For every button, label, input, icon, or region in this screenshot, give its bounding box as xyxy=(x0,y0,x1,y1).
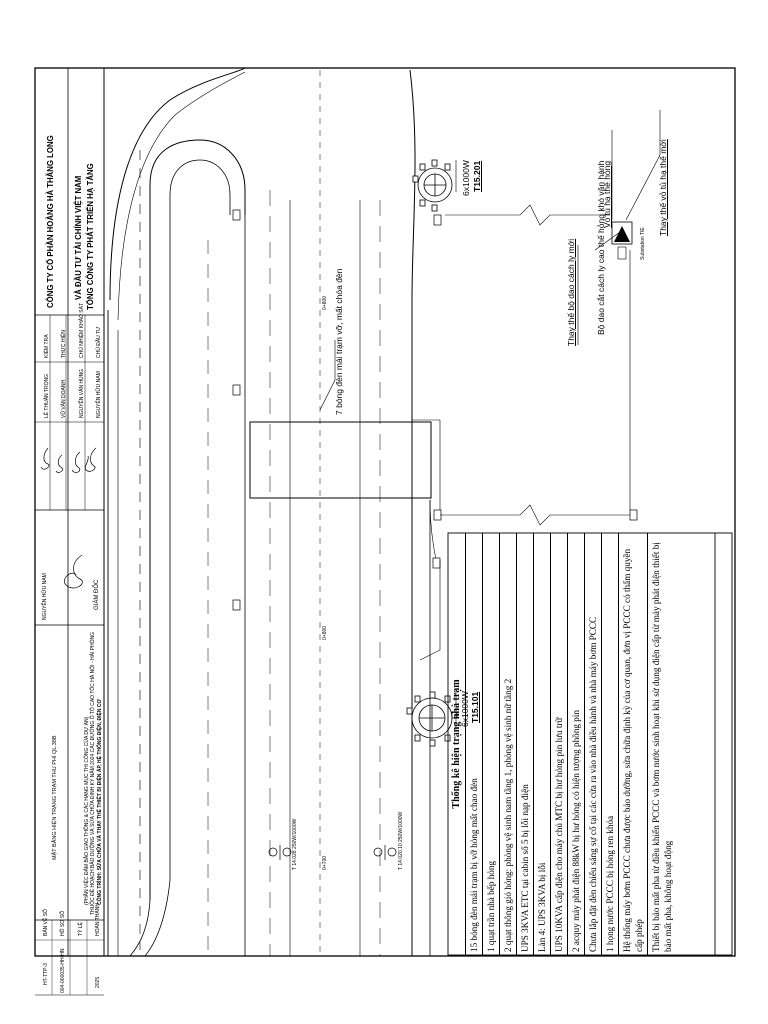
street-light-3 xyxy=(373,845,397,860)
pole-1-spec: 6x1000W xyxy=(461,160,471,196)
annotation-switch-hard-1: Bộ dao cắt cách ly cao thế hỏng khó vận … xyxy=(596,160,606,335)
org-line-2: VÀ ĐẦU TƯ TÀI CHÍNH VIỆT NAM xyxy=(74,175,83,300)
high-mast-pole-1 xyxy=(412,159,453,212)
role-name: NGUYỄN VĂN HÙNG xyxy=(79,368,85,418)
meta-label: HỒ SƠ SỐ xyxy=(60,910,66,936)
annotation-substation: Substation TIE xyxy=(640,227,646,260)
meta-label: BẢN VẼ SỐ xyxy=(43,909,49,936)
status-row: Thiết bị bảo mất pha từ điều khiển PCCC … xyxy=(651,542,673,952)
role-label: KIỂM TRA xyxy=(44,334,50,358)
meta-value: 004-000035-HH-HN xyxy=(60,948,66,993)
u-turn-loop xyxy=(149,139,246,900)
meta-value: 2025 xyxy=(95,976,101,988)
pole-1-id: T15.201 xyxy=(472,160,482,192)
status-table: Thống kê hiện trạng nhà trạm 15 bóng đèn… xyxy=(448,533,732,955)
pole-3-label: T 14.020.10 250W/1000W xyxy=(398,811,404,870)
chainage-label: 0+800 xyxy=(322,295,328,310)
org-line-1: TỔNG CÔNG TY PHÁT TRIỂN HẠ TẦNG xyxy=(86,163,95,310)
role-name: VŨ VĂN DOANH xyxy=(61,379,67,418)
high-mast-pole-2 xyxy=(406,691,458,747)
meta-value: HT-TTP-3 xyxy=(43,963,49,985)
status-row: Làn 4: UPS 3KVA bị lỗi xyxy=(534,533,551,955)
chainage-label: 0+800 xyxy=(322,625,328,640)
meta-label: TỶ LỆ xyxy=(78,922,84,936)
meta-label: HOÀN THÀNH xyxy=(95,903,101,936)
project-line-3: (PHẦN VIỆC ĐẢM BẢO GIAO THÔNG & CÁC HẠNG… xyxy=(84,716,90,905)
annotation-switch-replace: Thay thế bộ dao cách ly mới xyxy=(566,238,576,346)
status-table-frame xyxy=(447,532,733,956)
pole-4-label: T 14.028 250W/1000W xyxy=(292,818,298,870)
status-row: 1 họng nước PCCC bị hỏng ren khóa xyxy=(602,533,619,955)
role-label: THỰC HIỆN xyxy=(61,330,67,358)
role-label: CHỦ NHIỆM KHẢO SÁT xyxy=(79,302,85,358)
drawing-title: MẶT BẰNG HIỆN TRẠNG TRẠM THU PHÍ QL.38B xyxy=(52,735,58,860)
status-row: Chưa lắp đặt đèn chiếu sáng sự cố tại cá… xyxy=(585,533,602,955)
company-name: CÔNG TY CỔ PHẦN HOÀNG HÀ THĂNG LONG xyxy=(46,135,55,308)
role-name: NGUYỄN HỮU NAM xyxy=(96,371,102,418)
toll-plaza xyxy=(249,421,432,499)
director-role: GIÁM ĐỐC xyxy=(94,579,100,610)
chainage-label: 0+700 xyxy=(322,855,328,870)
status-row: Hệ thống máy bơm PCCC chưa được bảo dưỡn… xyxy=(619,533,648,955)
status-table-title: Thống kê hiện trạng nhà trạm xyxy=(448,533,466,955)
project-line-1: CÔNG TRÌNH: SỬA CHỮA VÀ THAY THẾ THIẾT B… xyxy=(97,699,103,905)
role-name: LÊ THUẬN TRỌNG xyxy=(44,374,50,418)
status-row: 1 quạt trần nhà bếp hỏng xyxy=(483,533,500,955)
status-row: UPS 10KVA cấp điện cho máy chủ MTC bị hư… xyxy=(551,533,568,955)
substation-symbol xyxy=(611,221,633,260)
status-row: 2 quạt thông gió hỏng: phòng vệ sinh nam… xyxy=(500,533,517,955)
street-light-4 xyxy=(268,845,292,860)
sheet-border xyxy=(34,67,736,957)
role-label: CHỦ ĐẦU TƯ xyxy=(96,326,102,358)
annotation-roof-lights: 7 bóng đèn mái trạm vỡ, mất chóa đèn xyxy=(334,268,344,415)
status-row: 2 acquy máy phát điện 88kW bị hư hỏng có… xyxy=(568,533,585,955)
annotation-replace-cabinet: Thay thế vỏ tủ hạ thế mới xyxy=(658,139,668,236)
director-name: NGUYỄN HỮU NAM xyxy=(42,573,48,620)
project-line-2: THUỘC ĐỀ HOẠCH BẢO DƯỠNG VÀ SỬA CHỮA ĐỊN… xyxy=(90,631,96,915)
status-row: UPS 3KVA ETC tại cabin số 5 bị lỗi nạp đ… xyxy=(517,533,534,955)
status-row: 15 bóng đèn mái trạm bị vỡ hỏng mất chao… xyxy=(466,533,483,955)
road-edge-left xyxy=(109,67,246,301)
